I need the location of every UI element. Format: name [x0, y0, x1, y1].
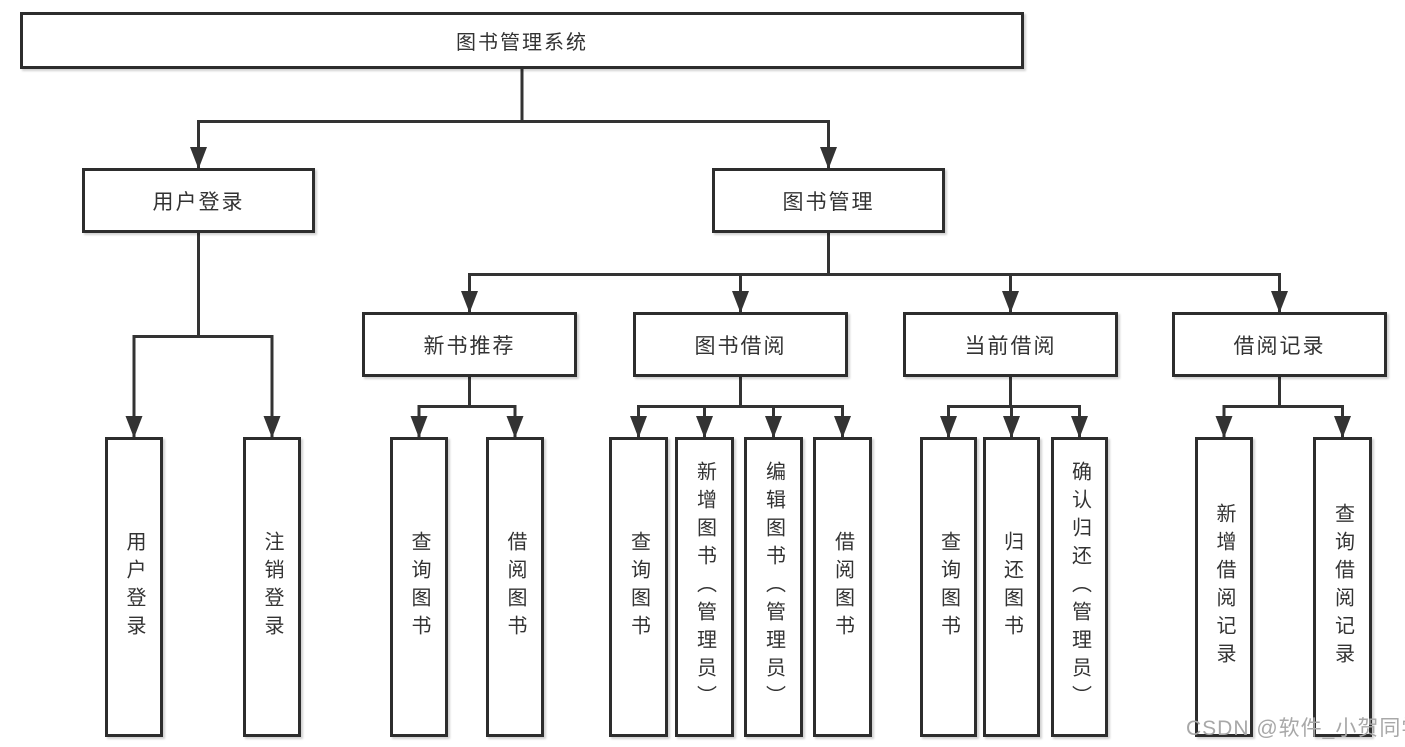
leaf-confirm-return-admin: 确认归还（管理员）	[1051, 437, 1108, 737]
leaf-recommend-borrow-books: 借阅图书	[486, 437, 544, 737]
node-book-management: 图书管理	[712, 168, 945, 233]
leaf-logout: 注销登录	[243, 437, 301, 737]
csdn-watermark: CSDN @软件_小贺同学	[1186, 717, 1405, 740]
leaf-add-books-admin: 新增图书（管理员）	[675, 437, 734, 737]
leaf-current-query-books: 查询图书	[920, 437, 977, 737]
node-new-book-recommend: 新书推荐	[362, 312, 577, 377]
leaf-query-borrow-record: 查询借阅记录	[1313, 437, 1372, 737]
connector-current-children	[940, 377, 1088, 438]
connector-book-mgmt-children	[461, 233, 1288, 313]
connector-user-login-children	[125, 233, 281, 438]
connector-records-children	[1215, 377, 1351, 438]
leaf-borrow-books: 借阅图书	[813, 437, 872, 737]
leaf-recommend-query-books: 查询图书	[390, 437, 448, 737]
connector-recommend-children	[410, 377, 524, 438]
node-user-login: 用户登录	[82, 168, 315, 233]
node-library-management-system: 图书管理系统	[20, 12, 1024, 69]
node-current-borrow: 当前借阅	[903, 312, 1118, 377]
leaf-edit-books-admin: 编辑图书（管理员）	[744, 437, 803, 737]
connector-root-to-level2	[190, 69, 837, 169]
connector-borrow-children	[630, 377, 851, 438]
leaf-user-login: 用户登录	[105, 437, 163, 737]
node-borrow-records: 借阅记录	[1172, 312, 1387, 377]
node-book-borrow: 图书借阅	[633, 312, 848, 377]
leaf-add-borrow-record: 新增借阅记录	[1195, 437, 1253, 737]
leaf-return-books: 归还图书	[983, 437, 1040, 737]
leaf-borrow-query-books: 查询图书	[609, 437, 668, 737]
